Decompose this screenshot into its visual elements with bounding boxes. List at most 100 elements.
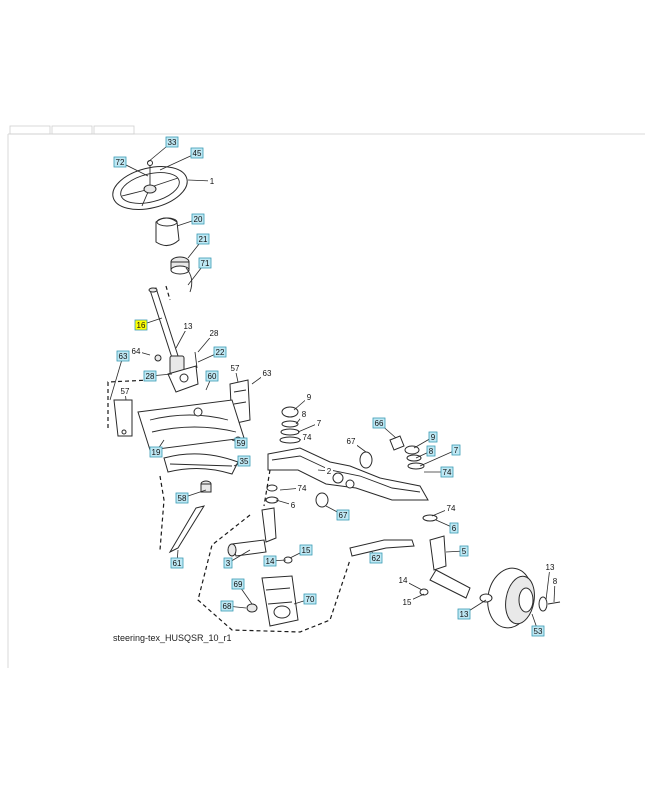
callout-number: 13 (184, 322, 193, 331)
cable (185, 267, 193, 293)
callout-74: 74 (431, 503, 457, 517)
callout-57: 57 (119, 386, 131, 401)
callout-number: 63 (119, 352, 128, 361)
callout-number: 69 (234, 580, 243, 589)
callout-number: 57 (121, 387, 130, 396)
callout-box (303, 593, 317, 605)
callout-number: 8 (553, 577, 558, 586)
callout-box (190, 147, 204, 159)
callout-bg (208, 176, 216, 186)
callout-1: 1 (187, 176, 216, 186)
callout-74: 74 (299, 432, 313, 442)
callout-box (143, 370, 157, 382)
callout-number: 61 (173, 559, 182, 568)
callout-number: 14 (399, 576, 408, 585)
callout-71: 71 (187, 257, 212, 286)
steering-support (246, 575, 299, 627)
callout-bg (325, 466, 333, 476)
callout-number: 74 (443, 468, 452, 477)
steering-wheel (112, 160, 188, 210)
callout-number: 2 (327, 467, 332, 476)
callout-number: 22 (216, 348, 225, 357)
callout-number: 8 (429, 447, 434, 456)
callout-number: 15 (302, 546, 311, 555)
callout-bg (544, 562, 556, 572)
callout-number: 9 (307, 393, 312, 402)
callout-59: 59 (231, 437, 248, 449)
callout-22: 22 (197, 346, 227, 363)
callout-box (369, 552, 383, 564)
callout-box (237, 455, 251, 467)
right-pivot-parts (315, 435, 438, 522)
callout-number: 67 (339, 511, 348, 520)
callout-number: 6 (291, 501, 296, 510)
callout-57: 57 (229, 363, 241, 383)
callout-box (440, 466, 454, 478)
callout-number: 20 (194, 215, 203, 224)
callout-15: 15 (289, 544, 313, 559)
callout-box (231, 578, 245, 590)
callout-number: 66 (375, 419, 384, 428)
callout-45: 45 (159, 147, 204, 171)
right-spindle (419, 535, 471, 599)
callout-19: 19 (149, 439, 165, 458)
callout-74: 74 (279, 483, 308, 493)
callout-bg (305, 392, 313, 402)
callout-68: 68 (220, 600, 247, 612)
callout-20: 20 (176, 213, 205, 227)
callout-14: 14 (397, 575, 423, 591)
callout-35: 35 (233, 455, 251, 467)
callout-number: 74 (303, 433, 312, 442)
callout-8: 8 (551, 576, 559, 603)
callout-bg (208, 328, 220, 338)
callout-28: 28 (143, 370, 173, 382)
callout-58: 58 (175, 489, 207, 504)
front-axle (267, 447, 429, 501)
callout-number: 28 (210, 329, 219, 338)
callout-number: 28 (146, 372, 155, 381)
callout-bg (315, 418, 323, 428)
callout-number: 9 (431, 433, 436, 442)
front-wheel (479, 567, 561, 629)
callout-number: 7 (317, 419, 322, 428)
callout-number: 71 (201, 259, 210, 268)
callout-number: 60 (208, 372, 217, 381)
callout-number: 64 (132, 347, 141, 356)
callout-number: 7 (454, 446, 459, 455)
callout-53: 53 (531, 613, 545, 637)
callout-box (196, 233, 210, 245)
callout-box (205, 370, 219, 382)
callout-number: 8 (302, 410, 307, 419)
callout-64: 64 (130, 346, 151, 356)
gear-segment (163, 453, 239, 493)
callout-bg (345, 436, 357, 446)
callout-9: 9 (413, 431, 438, 449)
callout-number: 57 (231, 364, 240, 373)
callout-box (213, 346, 227, 358)
callout-box (175, 492, 189, 504)
callout-box (191, 213, 205, 225)
callout-14: 14 (263, 555, 287, 567)
callout-60: 60 (205, 370, 219, 391)
callout-bg (182, 321, 194, 331)
callout-number: 14 (266, 557, 275, 566)
callout-number: 59 (237, 439, 246, 448)
callout-3: 3 (223, 549, 251, 569)
callout-box (299, 544, 313, 556)
callout-box (457, 608, 471, 620)
callout-number: 74 (447, 504, 456, 513)
frame (7, 125, 645, 668)
callout-bg (401, 597, 413, 607)
callout-number: 74 (298, 484, 307, 493)
callout-bg (261, 368, 273, 378)
callout-number: 16 (137, 321, 146, 330)
callout-number: 68 (223, 602, 232, 611)
callout-63: 63 (251, 368, 273, 385)
callout-number: 13 (460, 610, 469, 619)
callout-63: 63 (109, 350, 130, 401)
callout-number: 67 (347, 437, 356, 446)
steering-boot (155, 217, 180, 246)
lower-link (168, 505, 206, 554)
